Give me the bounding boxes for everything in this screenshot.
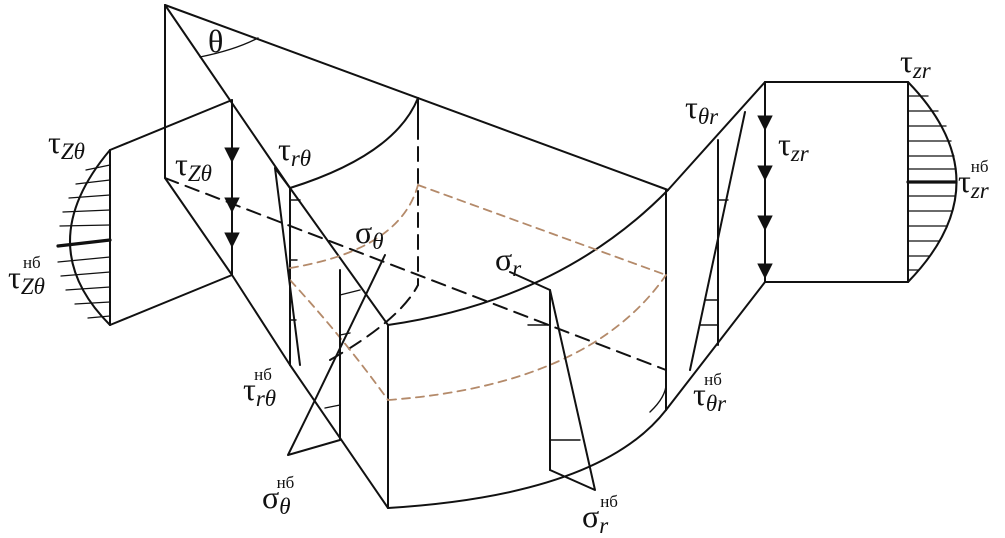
tau-theta-r-max-label: τθrнб <box>693 370 727 416</box>
tau-z-theta-max-label: τZθнб <box>8 253 45 299</box>
tau-r-theta-max-label: τrθнб <box>243 365 276 411</box>
tau-zr-hatching <box>907 95 957 271</box>
sigma-r-max-label: σrнб <box>582 492 618 538</box>
tau-z-theta-left-label: τZθ <box>48 124 85 164</box>
hidden-edges <box>164 124 667 371</box>
tau-zr-panel <box>765 81 958 283</box>
sigma-r-diagram <box>509 271 596 491</box>
mid-section-lines <box>289 184 667 401</box>
tau-zr-inner-label: τzr <box>778 126 810 166</box>
tau-zr-top-label: τzr <box>900 43 932 83</box>
tau-z-theta-inner-label: τZθ <box>175 146 212 186</box>
tau-theta-r-label: τθr <box>685 89 719 129</box>
sigma-theta-max-label: σθнб <box>262 473 294 519</box>
sigma-theta-diagram <box>287 254 386 456</box>
labels: θ τZθ τZθнб τZθ τrθ τrθнб σθ σθнб σr σrн… <box>8 23 990 538</box>
tau-zr-max-label: τzrнб <box>958 157 990 203</box>
tau-z-theta-hatching <box>57 164 111 319</box>
tau-z-theta-panel <box>56 99 232 326</box>
tau-r-theta-label: τrθ <box>278 131 311 171</box>
sigma-r-label: σr <box>495 241 522 281</box>
tau-r-theta-diagram <box>274 167 301 366</box>
tau-theta-r-diagram <box>689 111 746 371</box>
theta-angle-label: θ <box>208 23 223 59</box>
sigma-theta-label: σθ <box>355 214 384 254</box>
curved-body-outline <box>164 4 766 509</box>
